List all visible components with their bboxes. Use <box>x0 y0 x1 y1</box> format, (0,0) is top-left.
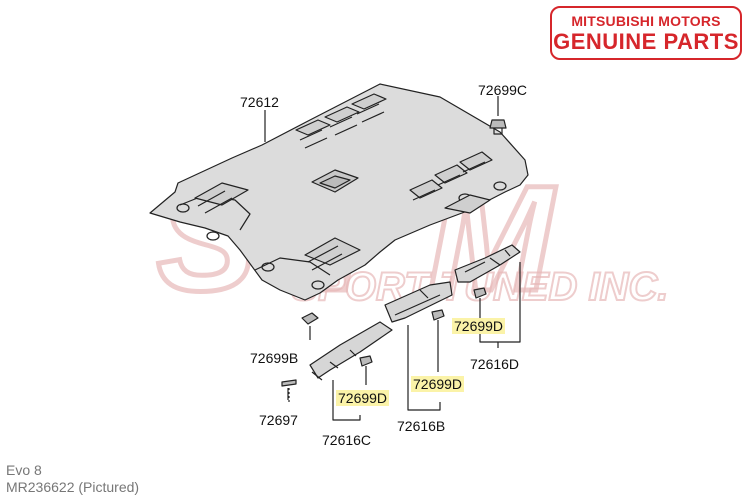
label-headliner: 72612 <box>240 94 279 110</box>
vent-right-2 <box>434 164 468 184</box>
label-screw: 72697 <box>259 412 298 428</box>
vent-right-1 <box>409 179 443 199</box>
footer-model: Evo 8 <box>6 462 42 478</box>
clip-b-shape <box>301 312 319 325</box>
clip-d-right-text: 72699D <box>452 318 506 334</box>
footer-part-number: MR236622 (Pictured) <box>6 479 140 495</box>
label-clip-d-mid: 72699D <box>411 376 465 392</box>
label-pillar-d: 72616D <box>470 356 520 372</box>
clip-c-shape <box>489 119 507 129</box>
vent-top-1 <box>295 119 331 136</box>
label-pillar-c: 72616C <box>322 432 372 448</box>
visor-left <box>194 182 249 206</box>
vent-top-2 <box>324 106 360 123</box>
clip-d-mid-text: 72699D <box>411 376 465 392</box>
vent-top-3 <box>351 93 387 110</box>
label-clip-d-left: 72699D <box>336 390 390 406</box>
clip-d-left-text: 72699D <box>336 390 390 406</box>
pillar-trim-d <box>454 244 521 283</box>
label-clip-d-right: 72699D <box>452 318 506 334</box>
vent-right-3 <box>459 151 493 171</box>
visor-bottom <box>304 237 361 266</box>
headliner-outline <box>149 83 529 301</box>
genuine-parts-badge: MITSUBISHI MOTORS GENUINE PARTS <box>550 6 742 60</box>
badge-line1: MITSUBISHI MOTORS <box>571 13 721 29</box>
label-clip-b: 72699B <box>250 350 299 366</box>
label-clip-c: 72699C <box>478 82 528 98</box>
label-pillar-b: 72616B <box>397 418 446 434</box>
badge-line2: GENUINE PARTS <box>553 29 739 54</box>
pillar-trim-c <box>309 321 393 379</box>
screw-shape <box>281 379 297 387</box>
